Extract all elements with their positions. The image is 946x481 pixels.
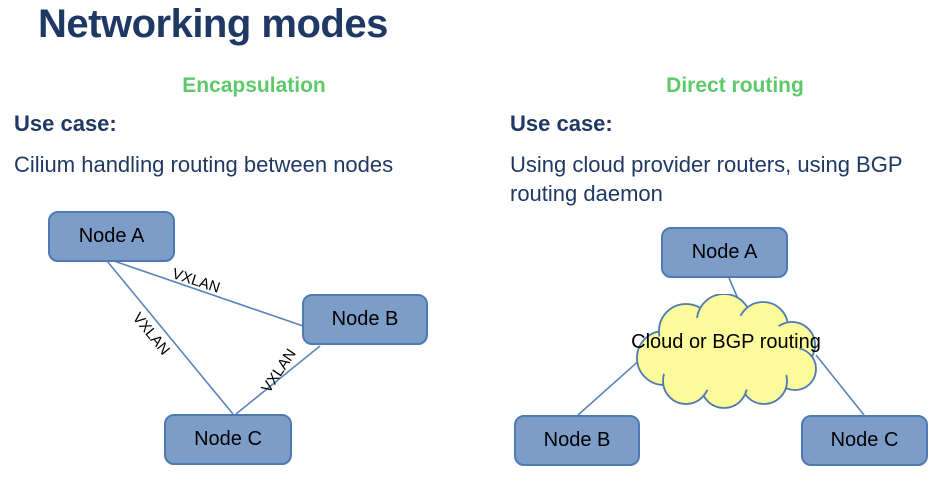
section-header-direct-routing: Direct routing: [666, 74, 804, 97]
right-node-a-label: Node A: [691, 241, 758, 263]
right-node-a: Node A: [661, 227, 788, 278]
page-title: Networking modes: [38, 2, 388, 46]
right-node-c-label: Node C: [830, 429, 899, 451]
right-use-case-text: Using cloud provider routers, using BGP …: [510, 152, 903, 206]
left-use-case-label: Use case:: [14, 111, 117, 136]
left-use-case-text: Cilium handling routing between nodes: [14, 152, 394, 177]
cloud-shape: Cloud or BGP routing: [620, 293, 832, 410]
left-node-b-label: Node B: [331, 308, 399, 330]
right-use-case-label: Use case:: [510, 111, 613, 136]
left-node-a: Node A: [48, 211, 175, 262]
right-node-b: Node B: [514, 415, 640, 466]
section-header-encapsulation: Encapsulation: [182, 74, 326, 97]
cloud-icon: [636, 293, 817, 409]
right-node-b-label: Node B: [543, 429, 611, 451]
left-node-b: Node B: [302, 294, 428, 345]
right-node-c: Node C: [801, 415, 928, 466]
cloud-label: Cloud or BGP routing: [631, 331, 821, 353]
left-node-c-label: Node C: [194, 428, 262, 450]
left-node-a-label: Node A: [78, 225, 145, 247]
left-node-c: Node C: [164, 414, 292, 465]
